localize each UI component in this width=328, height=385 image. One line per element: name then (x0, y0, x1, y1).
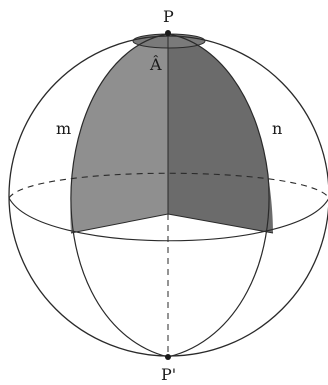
pole-south-point (165, 354, 171, 360)
equator-front (8, 197, 328, 242)
meridian-n (167, 33, 270, 358)
lune-left-face (70, 34, 168, 233)
lune-base-left (70, 213, 169, 234)
pole-north-point (165, 30, 171, 36)
label-angle: Â (149, 54, 162, 74)
meridian-m (70, 33, 169, 358)
label-south-pole: P' (161, 365, 176, 384)
label-meridian-m: m (56, 119, 71, 138)
label-north-pole: P (163, 7, 174, 26)
lune-right-face (168, 34, 273, 233)
label-meridian-n: n (272, 119, 282, 138)
lune-base-right (167, 213, 274, 234)
equator-back (8, 172, 328, 199)
